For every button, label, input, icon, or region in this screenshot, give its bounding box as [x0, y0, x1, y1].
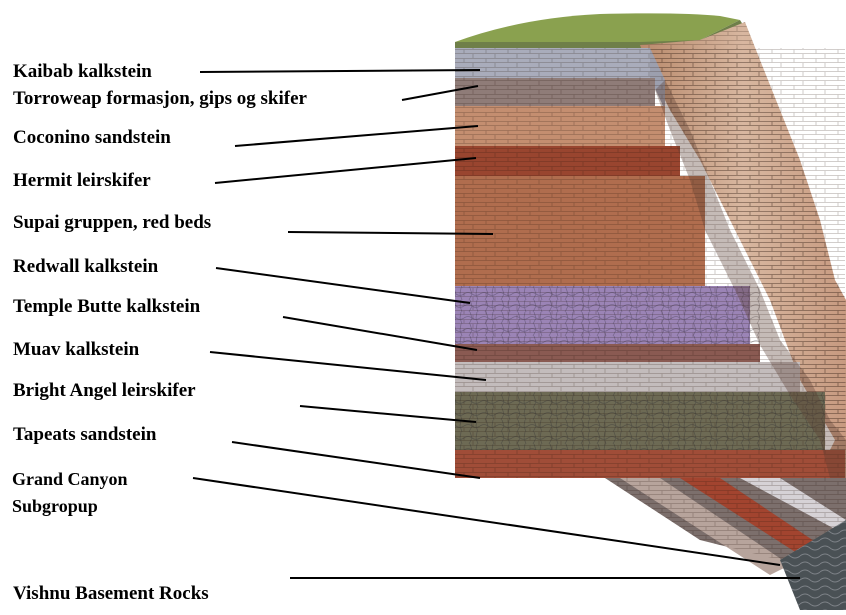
- label-redwall: Redwall kalkstein: [13, 256, 158, 278]
- leader-bright-angel: [300, 406, 476, 422]
- leader-muav: [210, 352, 486, 380]
- label-grand-canyon: Grand Canyon: [12, 468, 128, 490]
- label-temple-butte: Temple Butte kalkstein: [13, 296, 200, 318]
- strata-front: [455, 48, 845, 478]
- label-torroweap: Torroweap formasjon, gips og skifer: [13, 88, 307, 110]
- label-kaibab: Kaibab kalkstein: [13, 61, 152, 83]
- label-vishnu: Vishnu Basement Rocks: [13, 583, 209, 605]
- label-hermit: Hermit leirskifer: [13, 170, 151, 192]
- label-subgroup: Subgropup: [12, 495, 98, 517]
- leader-redwall: [216, 268, 470, 303]
- grass-top: [455, 13, 740, 44]
- leader-kaibab: [200, 70, 480, 72]
- label-bright-angel: Bright Angel leirskifer: [13, 380, 196, 402]
- leader-hermit: [215, 158, 476, 183]
- label-supai: Supai gruppen, red beds: [13, 212, 211, 234]
- leader-coconino: [235, 126, 478, 146]
- label-tapeats: Tapeats sandstein: [13, 424, 156, 446]
- label-coconino: Coconino sandstein: [13, 127, 171, 149]
- leader-tapeats: [232, 442, 480, 478]
- label-muav: Muav kalkstein: [13, 339, 139, 361]
- leader-temple-butte: [283, 317, 477, 350]
